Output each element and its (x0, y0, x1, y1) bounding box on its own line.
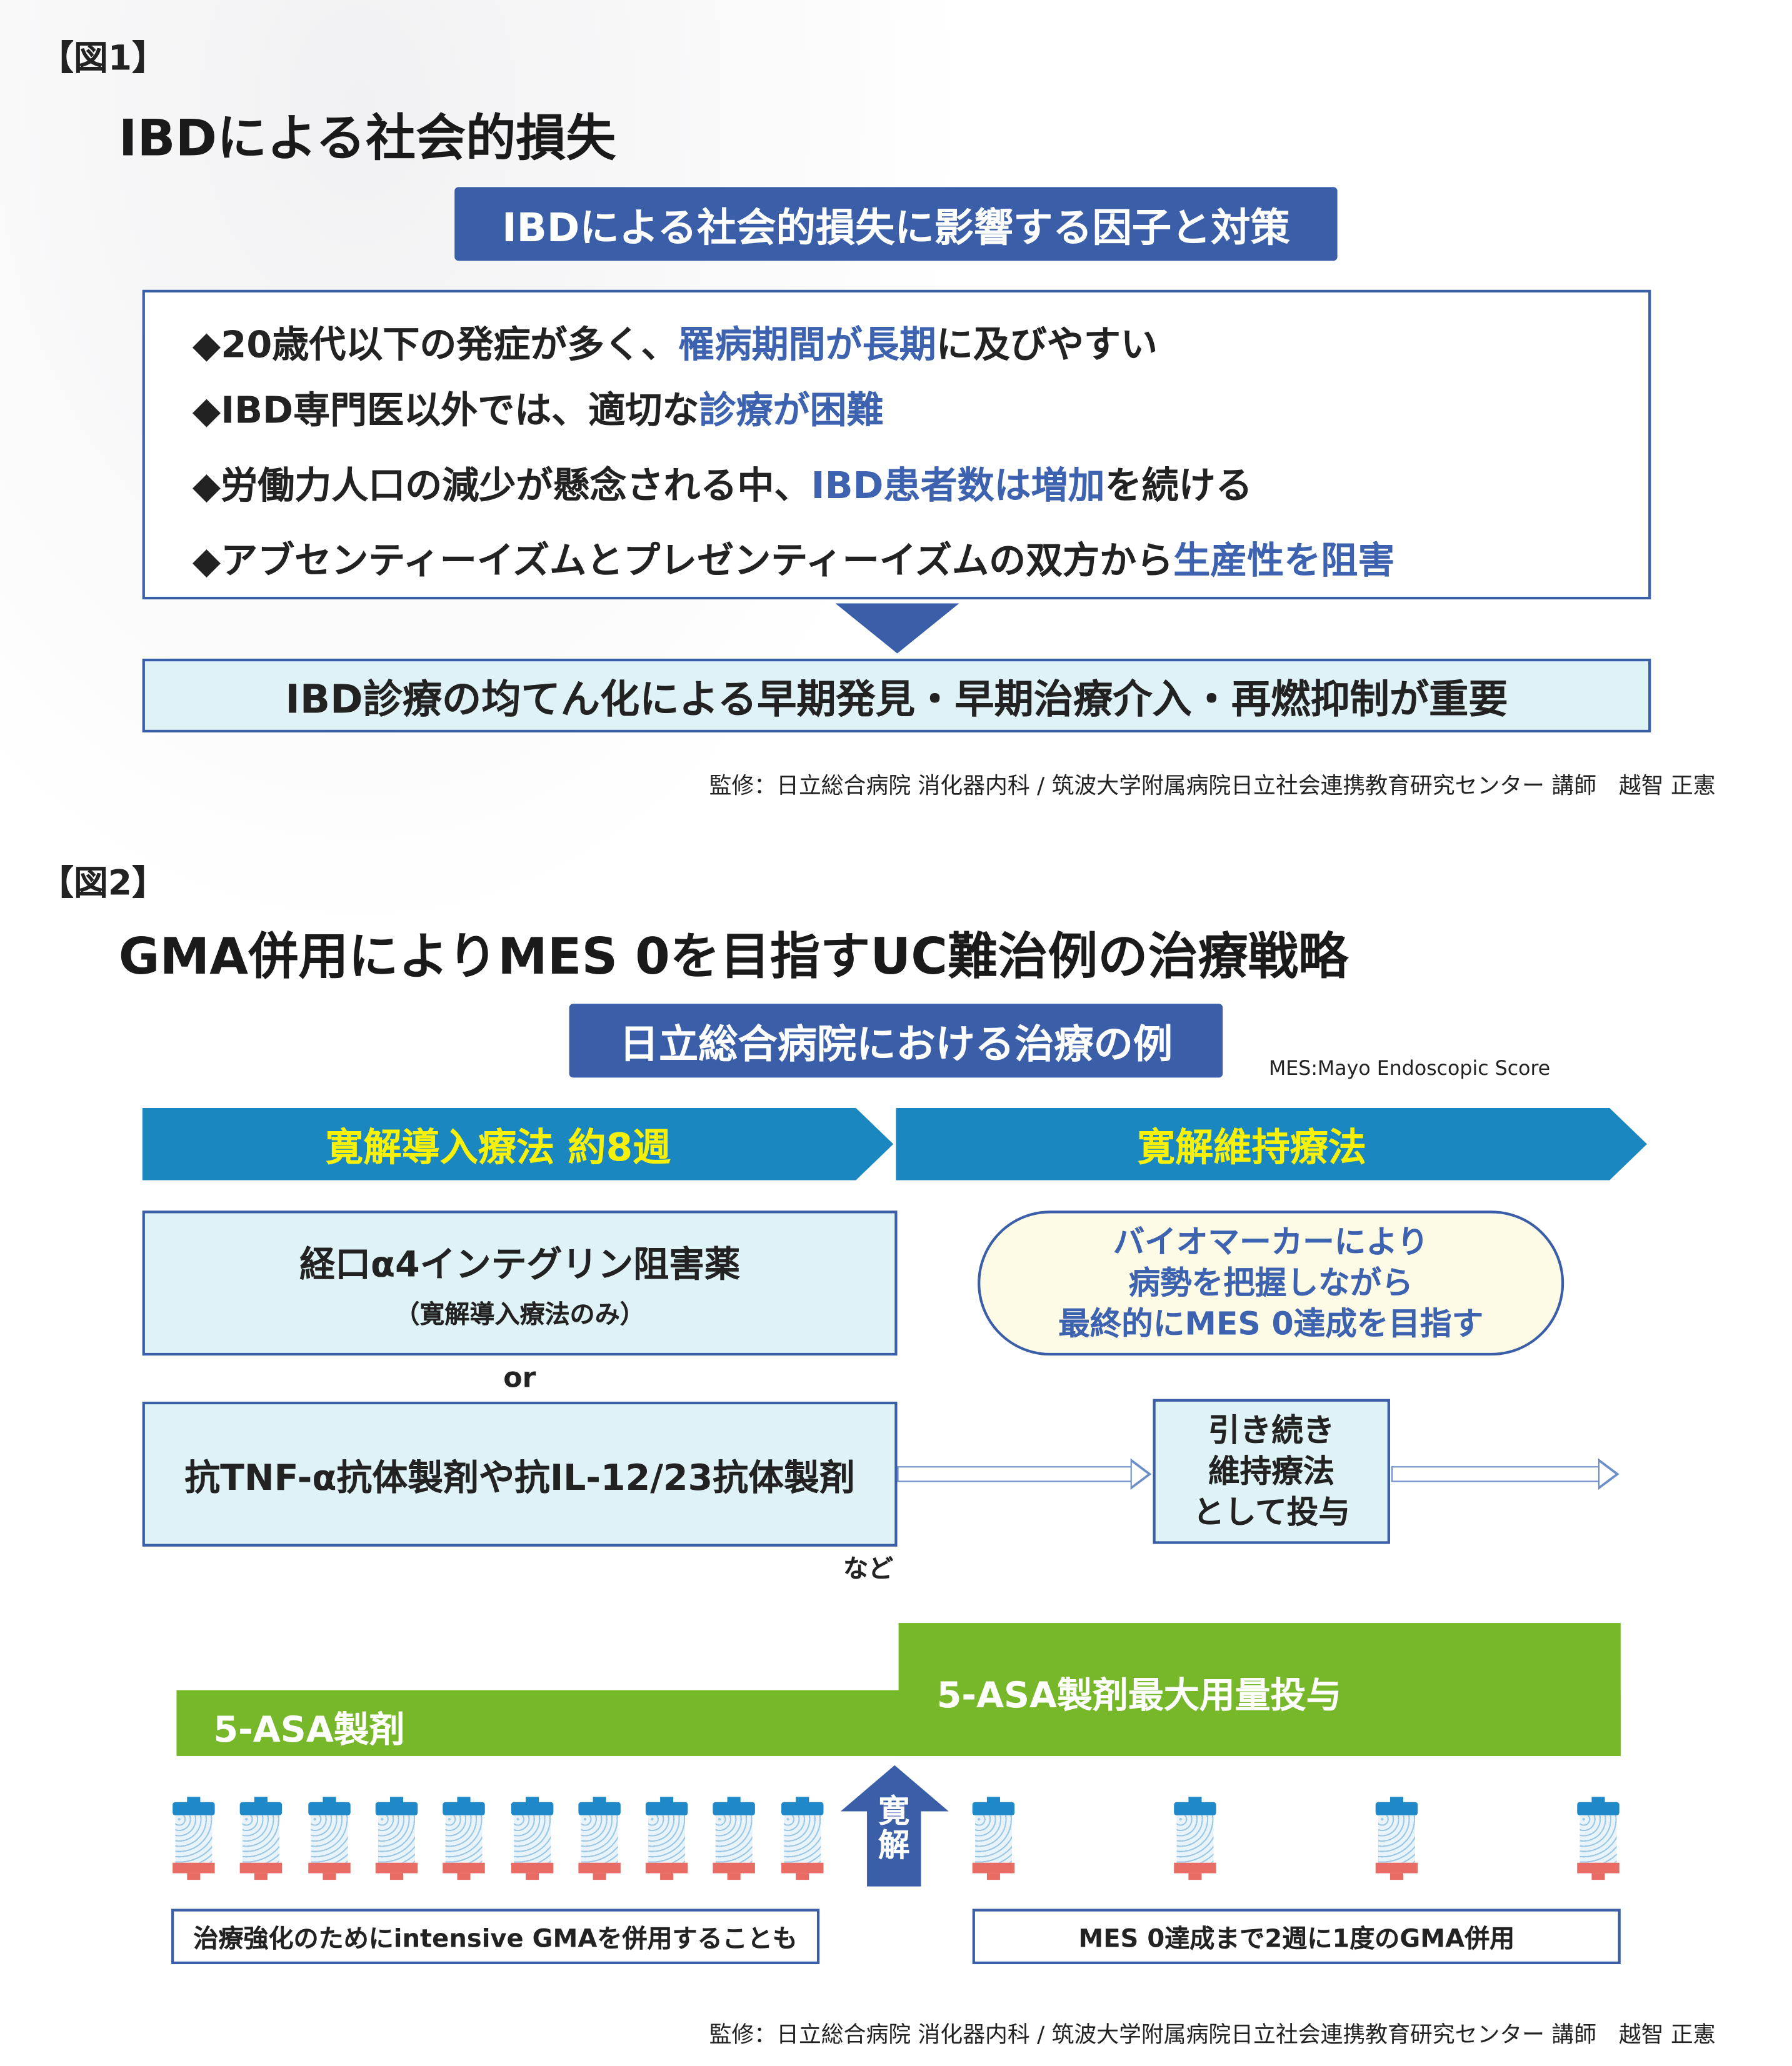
bullet-text: に及びやすい (936, 322, 1158, 367)
figure2-credit: 監修：日立総合病院 消化器内科 / 筑波大学附属病院日立社会連携教育研究センター… (709, 2022, 1716, 2049)
remission-char: 解 (878, 1827, 910, 1864)
figure2-header: 日立総合病院における治療の例 (569, 1004, 1223, 1078)
remission-char: 寛 (878, 1792, 910, 1830)
gma-column-icon (646, 1797, 688, 1880)
drug2-box: 抗TNF-α抗体製剤や抗IL-12/23抗体製剤 (142, 1401, 898, 1547)
phase-induction-label: 寛解導入療法 約8週 (325, 1124, 671, 1169)
biomarker-line: 病勢を把握しながら (1128, 1264, 1413, 1301)
continue-line: 維持療法 (1208, 1452, 1335, 1490)
figure1-credit: 監修：日立総合病院 消化器内科 / 筑波大学附属病院日立社会連携教育研究センター… (709, 773, 1716, 800)
figure1-label: 【図1】 (39, 39, 166, 79)
gma-column-icon (443, 1797, 486, 1880)
biomarker-line: 最終的にMES 0達成を目指す (1058, 1304, 1484, 1342)
arrow-head-inner (1131, 1462, 1148, 1486)
diamond-icon: ◆ (192, 539, 221, 582)
biomarker-box: バイオマーカーにより 病勢を把握しながら 最終的にMES 0達成を目指す (978, 1210, 1564, 1356)
bullet-text: を続ける (1104, 464, 1253, 507)
highlight-text: IBD患者数は増加 (811, 464, 1105, 507)
figure2-label: 【図2】 (39, 864, 166, 904)
highlight-text: 診療が困難 (699, 388, 884, 432)
factor-bullet: ◆労働力人口の減少が懸念される中、IBD患者数は増加を続ける (193, 457, 1253, 509)
biomarker-line: バイオマーカーにより (1113, 1223, 1429, 1260)
gma-column-icon (510, 1797, 553, 1880)
phase-induction: 寛解導入療法 約8週 (142, 1107, 894, 1180)
gma-column-icon (308, 1797, 350, 1880)
gma-column-icon (240, 1797, 283, 1880)
bullet-text: 労働力人口の減少が懸念される中、 (221, 464, 811, 507)
diamond-icon: ◆ (192, 464, 221, 507)
flow-arrow (897, 1466, 1134, 1482)
arrow-head-inner (1599, 1462, 1616, 1486)
drug1-sub: （寛解導入療法のみ） (394, 1300, 645, 1329)
continue-line: 引き続き (1208, 1411, 1335, 1449)
gma-column-icon (578, 1797, 621, 1880)
nado-label: など (843, 1554, 894, 1584)
factors-box: ◆20歳代以下の発症が多く、罹病期間が長期に及びやすい◆IBD専門医以外では、適… (142, 289, 1651, 600)
diamond-icon: ◆ (192, 388, 221, 432)
drug1-box: 経口α4インテグリン阻害薬 （寛解導入療法のみ） (142, 1210, 898, 1356)
remission-arrow-icon (840, 1765, 949, 1812)
bullet-text: アブセンティーイズムとプレゼンティーイズムの双方から (221, 539, 1174, 582)
figure1-title: IBDによる社会的損失 (118, 109, 616, 167)
highlight-text: 罹病期間が長期 (678, 322, 936, 367)
factor-bullet: ◆IBD専門医以外では、適切な診療が困難 (193, 382, 884, 434)
continue-line: として投与 (1193, 1493, 1350, 1530)
conclusion-text: IBD診療の均てん化による早期発見・早期治療介入・再燃抑制が重要 (285, 677, 1508, 724)
bullet-text: IBD専門医以外では、適切な (221, 388, 699, 432)
drug2-text: 抗TNF-α抗体製剤や抗IL-12/23抗体製剤 (184, 1457, 855, 1499)
gma-column-icon (713, 1797, 756, 1880)
flow-arrow (1391, 1466, 1603, 1482)
drug1-main: 経口α4インテグリン阻害薬 (299, 1245, 741, 1286)
figure1-header: IBDによる社会的損失に影響する因子と対策 (454, 187, 1338, 261)
gma-column-icon (1577, 1797, 1619, 1880)
figure2-title: GMA併用によりMES 0を目指すUC難治例の治療戦略 (118, 927, 1348, 986)
gma-column-icon (781, 1797, 823, 1880)
gma-column-icon (375, 1797, 418, 1880)
bullet-text: 20歳代以下の発症が多く、 (221, 322, 678, 367)
note-right-text: MES 0達成まで2週に1度のGMA併用 (1078, 1924, 1515, 1954)
diamond-icon: ◆ (192, 322, 221, 367)
note-left-text: 治療強化のためにintensive GMAを併用することも (193, 1924, 798, 1954)
remission-arrow-body: 寛 解 (867, 1794, 921, 1887)
note-left-box: 治療強化のためにintensive GMAを併用することも (171, 1909, 820, 1965)
factor-bullet: ◆アブセンティーイズムとプレゼンティーイズムの双方から生産性を阻害 (193, 532, 1395, 585)
phase-maintenance-label: 寛解維持療法 (1137, 1124, 1366, 1169)
note-right-box: MES 0達成まで2週に1度のGMA併用 (972, 1909, 1621, 1965)
gma-column-icon (1174, 1797, 1216, 1880)
gma-column-icon (173, 1797, 215, 1880)
factor-bullet: ◆20歳代以下の発症が多く、罹病期間が長期に及びやすい (193, 316, 1158, 369)
continue-box: 引き続き 維持療法 として投与 (1153, 1399, 1390, 1544)
asa-label: 5-ASA製剤 (213, 1710, 405, 1751)
asa-bar (176, 1690, 1621, 1756)
asa-max-label: 5-ASA製剤最大用量投与 (936, 1675, 1342, 1717)
phase-maintenance: 寛解維持療法 (896, 1107, 1647, 1180)
conclusion-box: IBD診療の均てん化による早期発見・早期治療介入・再燃抑制が重要 (142, 659, 1651, 733)
down-arrow-icon (835, 603, 959, 654)
mes-note: MES:Mayo Endoscopic Score (1269, 1056, 1551, 1080)
gma-column-icon (972, 1797, 1015, 1880)
highlight-text: 生産性を阻害 (1173, 539, 1395, 582)
or-label: or (503, 1362, 536, 1394)
gma-column-icon (1375, 1797, 1418, 1880)
